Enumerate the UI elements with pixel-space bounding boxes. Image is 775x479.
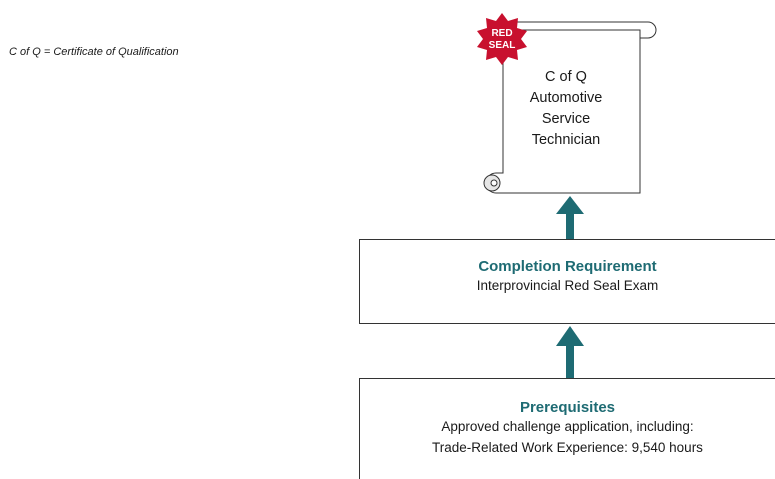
prerequisite-line: Approved challenge application, includin… [441,419,694,434]
arrow-to-completion [556,326,584,378]
completion-detail: Interprovincial Red Seal Exam [476,278,659,293]
certificate-line: C of Q [545,69,587,85]
certificate-scroll [483,21,657,194]
red-seal-label: RED SEAL [488,28,516,51]
prerequisites-box: Prerequisites Approved challenge applica… [359,378,775,479]
completion-requirement-box: Completion Requirement Interprovincial R… [359,239,775,324]
certificate-line: Service [541,111,591,127]
arrow-to-certificate [556,196,584,239]
certificate-title: C of Q Automotive Service Technician [520,67,612,151]
completion-title: Completion Requirement [478,258,657,275]
prerequisite-line: Trade-Related Work Experience: 9,540 hou… [432,440,703,455]
prerequisites-title: Prerequisites [519,399,616,416]
certificate-line: Technician [531,132,601,148]
red-seal-icon [477,13,527,65]
abbreviation-note: C of Q = Certificate of Qualification [9,46,179,58]
certificate-line: Automotive [529,90,603,106]
